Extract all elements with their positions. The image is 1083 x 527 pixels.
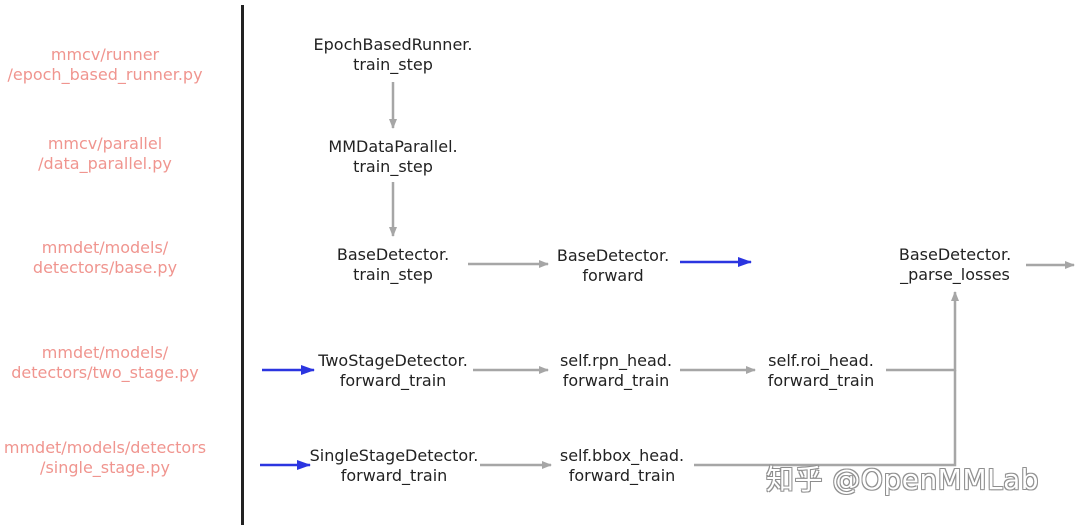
node-epoch-runner-train-step: EpochBasedRunner. train_step bbox=[313, 35, 473, 74]
column-divider bbox=[241, 5, 244, 525]
node-single-stage-forward-train: SingleStageDetector. forward_train bbox=[309, 446, 479, 485]
watermark: 知乎 @OpenMMLab bbox=[766, 463, 1040, 496]
file-label-epoch-runner: mmcv/runner /epoch_based_runner.py bbox=[7, 45, 203, 84]
file-label-data-parallel: mmcv/parallel /data_parallel.py bbox=[38, 134, 172, 173]
node-base-detector-parse-losses: BaseDetector. _parse_losses bbox=[898, 245, 1012, 284]
edge-roi-to-parse-losses bbox=[886, 291, 959, 372]
node-bbox-head-forward-train: self.bbox_head. forward_train bbox=[559, 446, 685, 485]
node-two-stage-forward-train: TwoStageDetector. forward_train bbox=[318, 351, 468, 390]
file-label-base: mmdet/models/ detectors/base.py bbox=[32, 238, 178, 277]
node-roi-head-forward-train: self.roi_head. forward_train bbox=[767, 351, 875, 390]
file-label-two-stage: mmdet/models/ detectors/two_stage.py bbox=[11, 343, 199, 382]
edge-bbox-to-parse-losses bbox=[694, 370, 957, 467]
node-mmdata-parallel-train-step: MMDataParallel. train_step bbox=[328, 137, 458, 176]
node-rpn-head-forward-train: self.rpn_head. forward_train bbox=[559, 351, 673, 390]
node-base-detector-forward: BaseDetector. forward bbox=[556, 246, 670, 285]
node-base-detector-train-step: BaseDetector. train_step bbox=[336, 245, 450, 284]
file-label-single-stage: mmdet/models/detectors /single_stage.py bbox=[3, 438, 207, 477]
